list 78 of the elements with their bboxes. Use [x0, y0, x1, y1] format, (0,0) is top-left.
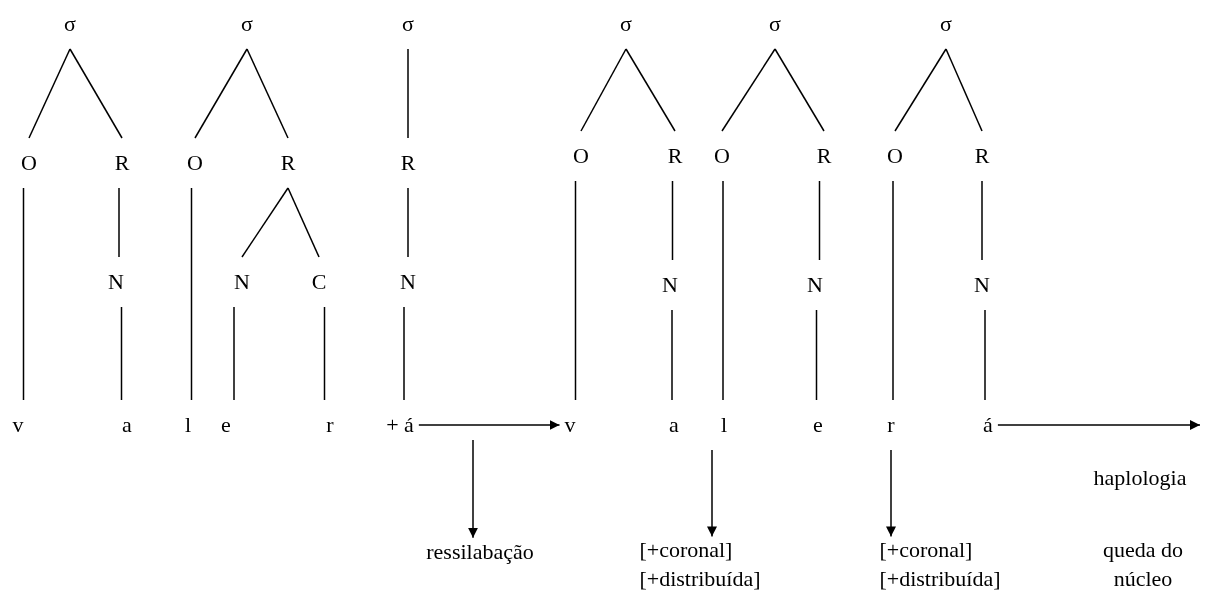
tree-branch-line: [323, 306, 326, 401]
tree-branch-line: [69, 48, 123, 139]
arrow: [418, 420, 561, 430]
process-label: ressilabação: [426, 537, 534, 567]
nucleus-label: N: [103, 257, 129, 307]
arrow: [997, 420, 1201, 430]
rhyme-label: R: [109, 138, 135, 188]
syllable-symbol: σ: [615, 0, 637, 49]
nucleus-label: N: [657, 260, 683, 310]
tree-branch-line: [118, 187, 120, 258]
nucleus-label: N: [802, 260, 828, 310]
segment-letter: l: [179, 400, 197, 450]
nucleus-label: N: [969, 260, 995, 310]
syllable-symbol: σ: [935, 0, 957, 49]
feature-label: [+distribuída]: [879, 565, 1001, 593]
tree-branch-line: [22, 187, 25, 401]
tree-branch-line: [403, 306, 405, 401]
segment-letter: á: [978, 400, 998, 450]
tree-branch-line: [580, 48, 627, 132]
arrow: [707, 449, 717, 538]
rhyme-label: R: [969, 131, 995, 181]
segment-letter: e: [808, 400, 828, 450]
tree-branch-line: [407, 48, 409, 139]
tree-branch-line: [28, 48, 71, 139]
tree-branch-line: [233, 306, 235, 401]
arrow: [886, 449, 896, 538]
tree-branch-line: [625, 48, 676, 132]
tree-branch-line: [945, 48, 983, 132]
onset-label: O: [568, 131, 594, 181]
syllable-symbol: σ: [236, 0, 258, 49]
onset-label: O: [182, 138, 208, 188]
tree-branch-line: [190, 187, 193, 401]
segment-letter: l: [715, 400, 733, 450]
tree-branch-line: [407, 187, 409, 258]
segment-letter: a: [664, 400, 684, 450]
onset-label: O: [16, 138, 42, 188]
tree-branch-line: [815, 309, 818, 401]
tree-branch-line: [721, 48, 776, 132]
tree-branch-line: [671, 180, 674, 261]
tree-branch-line: [981, 180, 983, 261]
tree-branch-line: [241, 187, 289, 258]
syllable-symbol: σ: [397, 0, 419, 49]
segment-letter: v: [559, 400, 581, 450]
onset-label: O: [882, 131, 908, 181]
segment-letter: r: [882, 400, 900, 450]
process-label: haplologia: [1093, 463, 1187, 492]
feature-label: [+coronal]: [639, 536, 734, 565]
tree-branch-line: [722, 180, 724, 401]
tree-branch-line: [818, 180, 821, 261]
tree-branch-line: [574, 180, 577, 401]
tree-branch-line: [246, 48, 289, 139]
feature-label: [+coronal]: [879, 536, 974, 565]
coda-label: C: [306, 257, 332, 307]
rhyme-label: R: [395, 138, 421, 188]
rhyme-label: R: [662, 131, 688, 181]
tree-branch-line: [287, 187, 320, 258]
segment-letter: v: [7, 400, 29, 450]
segment-letter: + á: [381, 400, 419, 450]
syllable-symbol: σ: [59, 0, 81, 49]
segment-letter: a: [117, 400, 137, 450]
nucleus-label: N: [395, 257, 421, 307]
arrow: [468, 439, 478, 539]
feature-label: [+distribuída]: [639, 565, 761, 593]
onset-label: O: [709, 131, 735, 181]
rhyme-label: R: [275, 138, 301, 188]
tree-branch-line: [984, 309, 986, 401]
tree-branch-line: [774, 48, 825, 132]
tree-branch-line: [120, 306, 123, 401]
segment-letter: e: [216, 400, 236, 450]
rhyme-label: R: [811, 131, 837, 181]
process-label: queda do núcleo: [1102, 536, 1184, 593]
tree-branch-line: [892, 180, 894, 401]
tree-branch-line: [194, 48, 248, 139]
segment-letter: r: [321, 400, 339, 450]
nucleus-label: N: [229, 257, 255, 307]
tree-branch-line: [671, 309, 673, 401]
tree-branch-line: [894, 48, 947, 132]
syllable-symbol: σ: [764, 0, 786, 49]
